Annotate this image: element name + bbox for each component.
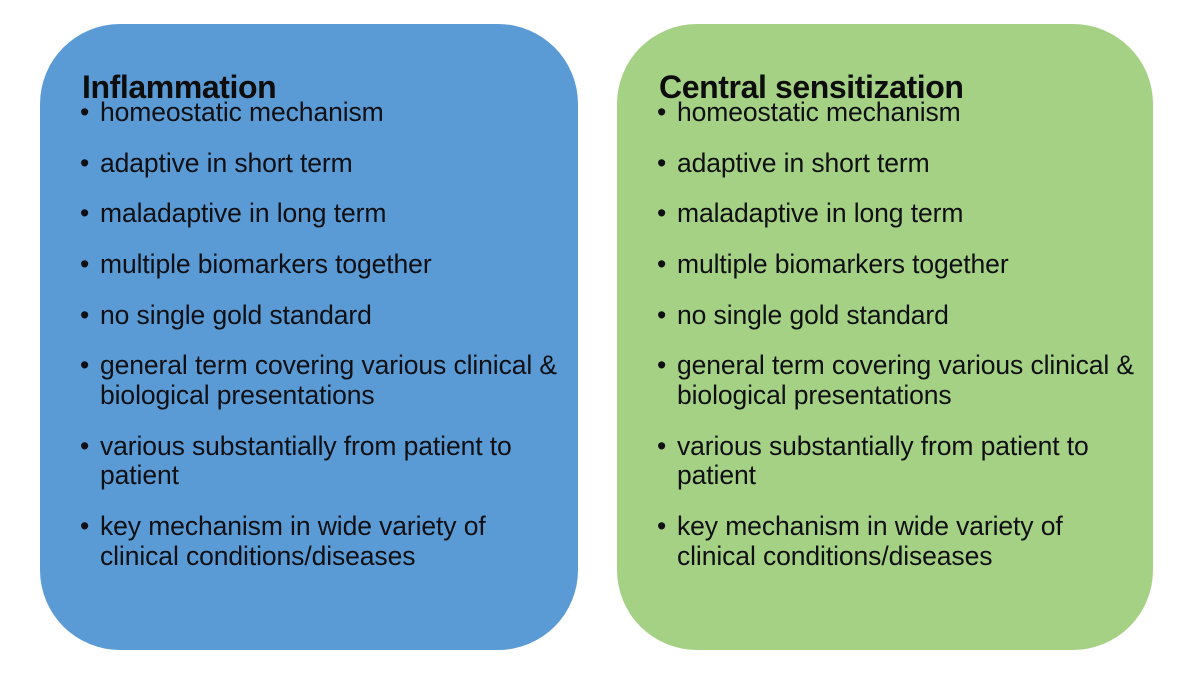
list-item: • adaptive in short term [78, 147, 564, 179]
list-item: • no single gold standard [78, 299, 564, 331]
panel-central-sensitization-bullet-list: • homeostatic mechanism • adaptive in sh… [655, 97, 1139, 571]
list-item: • homeostatic mechanism [655, 97, 1139, 128]
list-item: • key mechanism in wide variety of clini… [78, 511, 564, 571]
list-item-label: adaptive in short term [677, 147, 930, 178]
list-item-label: various substantially from patient to pa… [677, 430, 1089, 491]
bullet-dot-icon: • [657, 511, 667, 542]
panel-inflammation: Inflammation • homeostatic mechanism • a… [40, 24, 578, 650]
bullet-dot-icon: • [657, 97, 667, 127]
panel-central-sensitization: Central sensitization • homeostatic mech… [617, 24, 1153, 650]
bullet-dot-icon: • [80, 430, 90, 461]
bullet-dot-icon: • [80, 198, 90, 229]
bullet-dot-icon: • [657, 350, 667, 381]
bullet-dot-icon: • [80, 147, 90, 178]
bullet-dot-icon: • [657, 147, 667, 178]
panel-inflammation-title: Inflammation [82, 69, 277, 106]
panel-inflammation-bullet-list: • homeostatic mechanism • adaptive in sh… [78, 97, 564, 571]
list-item: • homeostatic mechanism [78, 97, 564, 128]
list-item-label: homeostatic mechanism [677, 97, 961, 127]
list-item-label: homeostatic mechanism [100, 97, 384, 127]
bullet-dot-icon: • [80, 249, 90, 280]
bullet-dot-icon: • [80, 97, 90, 127]
list-item-label: general term covering various clinical &… [100, 350, 558, 411]
bullet-dot-icon: • [657, 249, 667, 280]
list-item: • adaptive in short term [655, 147, 1139, 179]
panel-central-sensitization-title: Central sensitization [659, 69, 964, 106]
list-item: • various substantially from patient to … [655, 430, 1139, 491]
list-item: • general term covering various clinical… [655, 350, 1139, 411]
bullet-dot-icon: • [80, 299, 90, 330]
list-item-label: adaptive in short term [100, 147, 353, 178]
list-item-label: key mechanism in wide variety of clinica… [100, 511, 486, 571]
list-item-label: no single gold standard [100, 299, 372, 330]
list-item: • no single gold standard [655, 299, 1139, 331]
list-item-label: multiple biomarkers together [100, 249, 432, 280]
list-item: • maladaptive in long term [655, 199, 1139, 229]
list-item-label: multiple biomarkers together [677, 249, 1009, 280]
list-item-label: maladaptive in long term [100, 198, 387, 229]
bullet-dot-icon: • [657, 198, 667, 229]
list-item: • multiple biomarkers together [655, 249, 1139, 280]
list-item: • general term covering various clinical… [78, 350, 564, 411]
list-item: • various substantially from patient to … [78, 430, 564, 491]
bullet-dot-icon: • [657, 299, 667, 330]
list-item-label: key mechanism in wide variety of clinica… [677, 511, 1063, 571]
list-item: • multiple biomarkers together [78, 249, 564, 280]
list-item-label: no single gold standard [677, 299, 949, 330]
list-item-label: various substantially from patient to pa… [100, 430, 512, 491]
bullet-dot-icon: • [657, 430, 667, 461]
bullet-dot-icon: • [80, 350, 90, 381]
list-item-label: maladaptive in long term [677, 198, 964, 229]
list-item-label: general term covering various clinical &… [677, 350, 1135, 411]
list-item: • key mechanism in wide variety of clini… [655, 511, 1139, 571]
bullet-dot-icon: • [80, 511, 90, 542]
list-item: • maladaptive in long term [78, 199, 564, 229]
